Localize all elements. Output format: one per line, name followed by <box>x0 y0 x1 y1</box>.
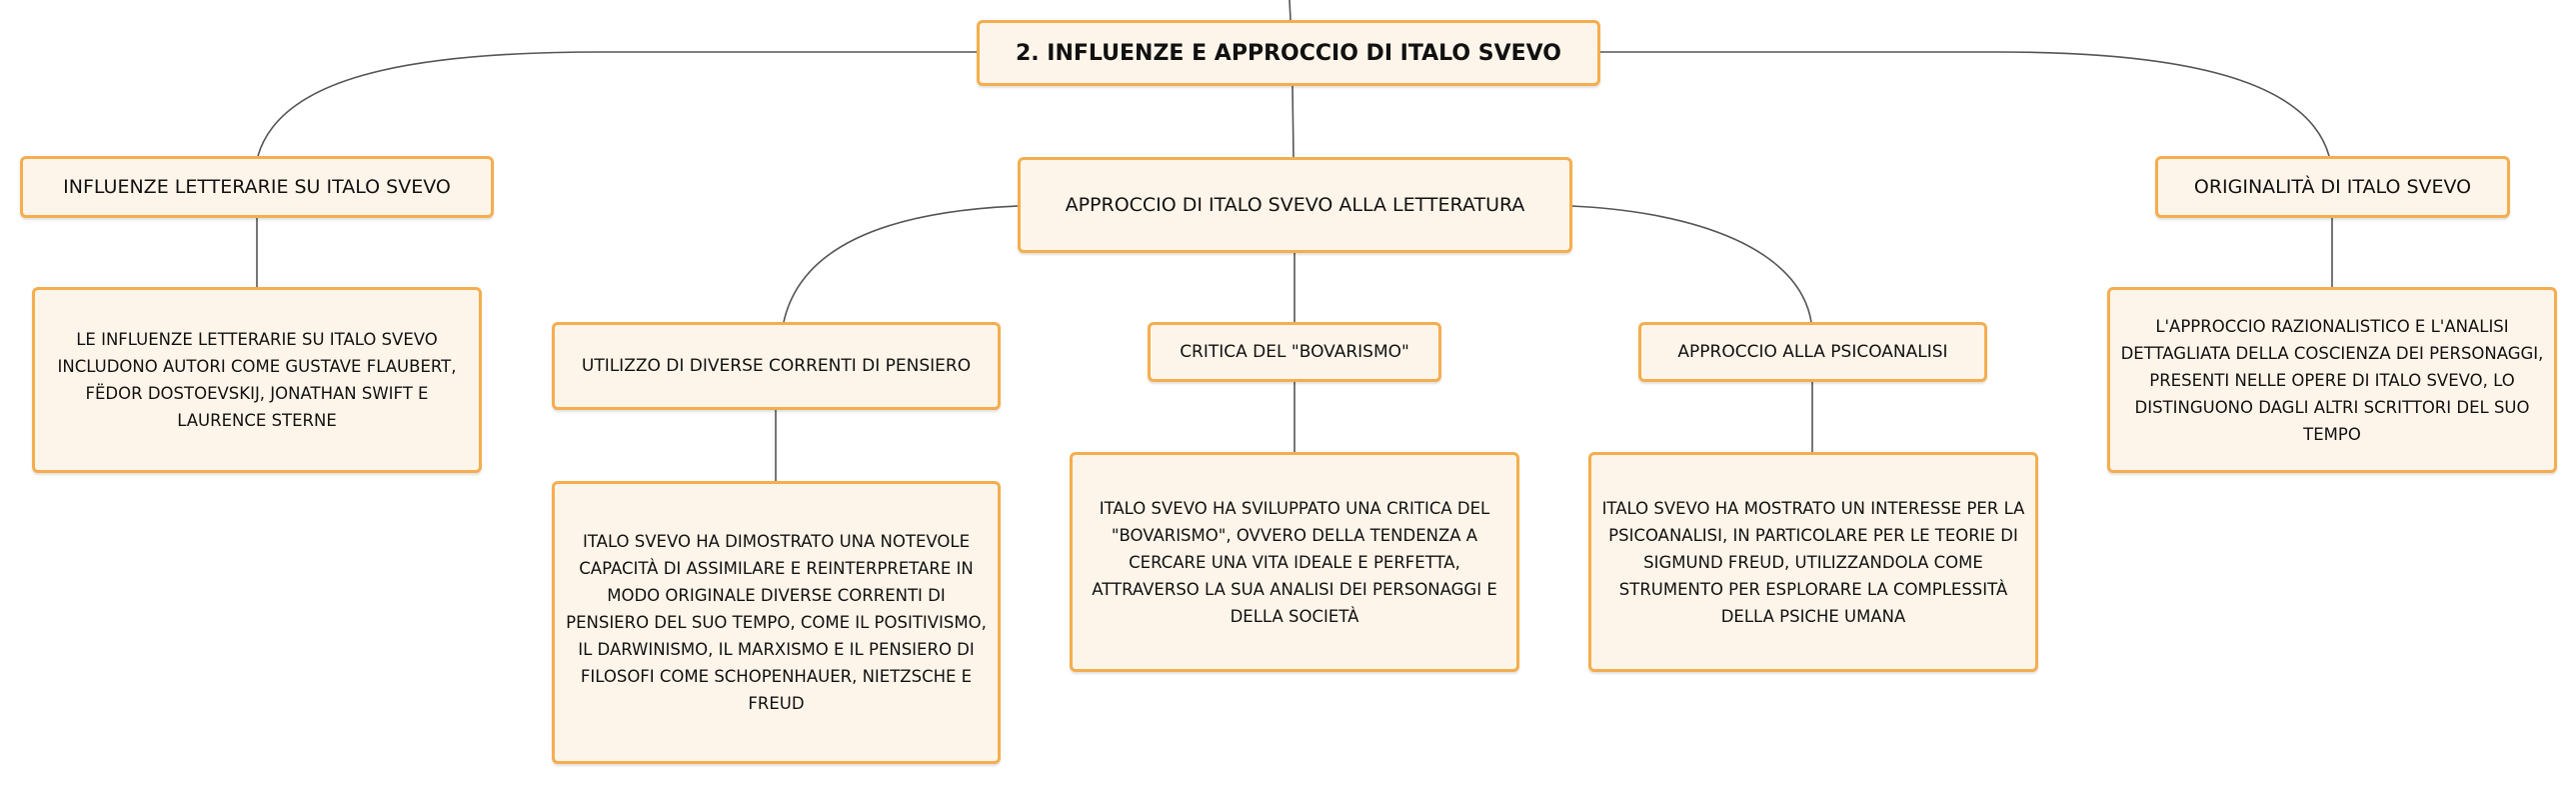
detail-utilizzo-correnti-text: ITALO SVEVO HA DIMOSTRATO UNA NOTEVOLE C… <box>566 532 987 713</box>
node-approccio-psicoanalisi[interactable]: APPROCCIO ALLA PSICOANALISI <box>1638 322 1987 382</box>
detail-originalita-text: L'APPROCCIO RAZIONALISTICO E L'ANALISI D… <box>2120 316 2544 444</box>
node-influenze-letterarie-label: INFLUENZE LETTERARIE SU ITALO SVEVO <box>63 176 451 198</box>
connector-root-center <box>1291 85 1294 159</box>
detail-influenze-letterarie-text: LE INFLUENZE LETTERARIE SU ITALO SVEVO I… <box>57 330 457 430</box>
connector-center-utilizzo <box>783 205 1019 323</box>
connector-root-left <box>257 51 977 157</box>
node-utilizzo-correnti-label: UTILIZZO DI DIVERSE CORRENTI DI PENSIERO <box>581 356 972 376</box>
node-approccio-letteratura[interactable]: APPROCCIO DI ITALO SVEVO ALLA LETTERATUR… <box>1018 157 1572 253</box>
node-originalita-label: ORIGINALITÀ DI ITALO SVEVO <box>2193 176 2472 198</box>
connector-root-parent <box>1288 0 1291 21</box>
detail-originalita[interactable]: L'APPROCCIO RAZIONALISTICO E L'ANALISI D… <box>2107 287 2557 473</box>
detail-influenze-letterarie[interactable]: LE INFLUENZE LETTERARIE SU ITALO SVEVO I… <box>32 287 482 473</box>
connector-center-psico <box>1570 205 1812 323</box>
node-utilizzo-correnti[interactable]: UTILIZZO DI DIVERSE CORRENTI DI PENSIERO <box>552 322 1001 410</box>
connector-root-right <box>1599 51 2330 157</box>
detail-critica-bovarismo[interactable]: ITALO SVEVO HA SVILUPPATO UNA CRITICA DE… <box>1070 452 1519 672</box>
root-label: 2. INFLUENZE E APPROCCIO DI ITALO SVEVO <box>1015 40 1562 66</box>
detail-approccio-psicoanalisi-text: ITALO SVEVO HA MOSTRATO UN INTERESSE PER… <box>1601 498 2025 626</box>
node-influenze-letterarie[interactable]: INFLUENZE LETTERARIE SU ITALO SVEVO <box>20 156 494 218</box>
detail-critica-bovarismo-text: ITALO SVEVO HA SVILUPPATO UNA CRITICA DE… <box>1092 498 1497 626</box>
detail-utilizzo-correnti[interactable]: ITALO SVEVO HA DIMOSTRATO UNA NOTEVOLE C… <box>552 481 1001 764</box>
detail-approccio-psicoanalisi[interactable]: ITALO SVEVO HA MOSTRATO UN INTERESSE PER… <box>1588 452 2038 672</box>
node-originalita[interactable]: ORIGINALITÀ DI ITALO SVEVO <box>2155 156 2510 218</box>
root-node[interactable]: 2. INFLUENZE E APPROCCIO DI ITALO SVEVO <box>977 20 1600 86</box>
node-critica-bovarismo[interactable]: CRITICA DEL "BOVARISMO" <box>1148 322 1441 382</box>
node-approccio-psicoanalisi-label: APPROCCIO ALLA PSICOANALISI <box>1677 342 1948 362</box>
node-approccio-letteratura-label: APPROCCIO DI ITALO SVEVO ALLA LETTERATUR… <box>1065 194 1525 216</box>
node-critica-bovarismo-label: CRITICA DEL "BOVARISMO" <box>1180 342 1409 362</box>
